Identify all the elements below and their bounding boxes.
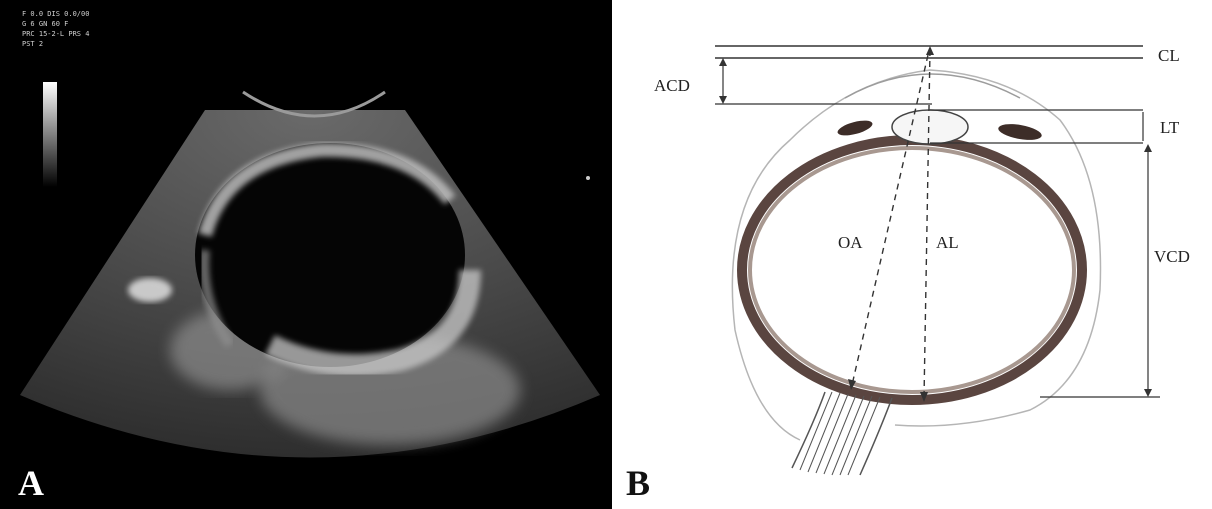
ultrasound-panel: F 0.0 DIS 0.0/00 G 6 GN 60 F PRC 15-2-L … (0, 0, 612, 509)
label-lt: LT (1160, 118, 1180, 137)
lens (892, 110, 968, 144)
overlay-line-2: G 6 GN 60 F (22, 20, 68, 28)
label-cl: CL (1158, 46, 1180, 65)
overlay-line-1: F 0.0 DIS 0.0/00 (22, 10, 89, 18)
overlay-line-4: PST 2 (22, 40, 43, 48)
panel-letter-a: A (18, 463, 44, 503)
panel-letter-b: B (626, 463, 650, 503)
label-oa: OA (838, 233, 863, 252)
overlay-line-3: PRC 15-2-L PRS 4 (22, 30, 89, 38)
label-vcd: VCD (1154, 247, 1190, 266)
label-al: AL (936, 233, 959, 252)
eye-diagram-panel: CL ACD LT OA AL VCD B (612, 0, 1212, 509)
grayscale-bar (43, 82, 57, 187)
label-acd: ACD (654, 76, 690, 95)
